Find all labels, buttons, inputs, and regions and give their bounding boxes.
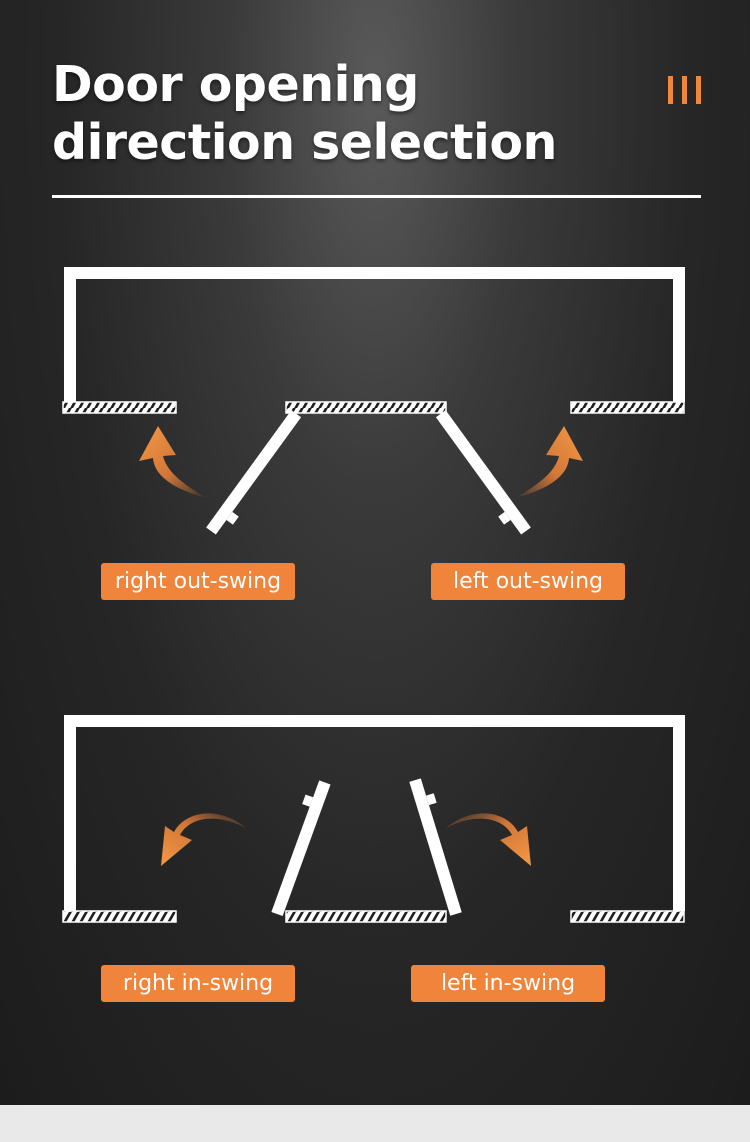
page-panel: Door opening direction selection	[0, 0, 750, 1105]
out-swing-diagram	[62, 267, 685, 535]
label-left-in-swing: left in-swing	[411, 965, 605, 1002]
wall-frame	[64, 715, 685, 911]
title-divider	[52, 195, 701, 198]
page-title: Door opening direction selection	[52, 56, 557, 171]
door-leaf-right-in	[271, 780, 331, 917]
label-right-in-swing: right in-swing	[101, 965, 295, 1002]
in-swing-diagram	[62, 715, 685, 923]
wall-left	[62, 910, 177, 923]
stripe-bars-icon	[668, 76, 702, 104]
door-leaf-right-out	[206, 410, 302, 535]
swing-arrow-icon	[161, 813, 246, 866]
bottom-strip	[0, 1105, 750, 1142]
label-left-out-swing: left out-swing	[431, 563, 625, 600]
wall-left	[62, 401, 177, 414]
swing-arrow-icon	[515, 426, 583, 498]
wall-center	[285, 401, 447, 414]
wall-right	[570, 910, 685, 923]
wall-right	[570, 401, 685, 414]
door-leaf-left-in	[409, 778, 462, 916]
wall-center	[285, 910, 447, 923]
swing-arrow-icon	[446, 813, 531, 866]
swing-arrow-icon	[139, 426, 207, 498]
label-right-out-swing: right out-swing	[101, 563, 295, 600]
door-leaf-left-out	[435, 410, 531, 535]
wall-frame	[64, 267, 685, 402]
